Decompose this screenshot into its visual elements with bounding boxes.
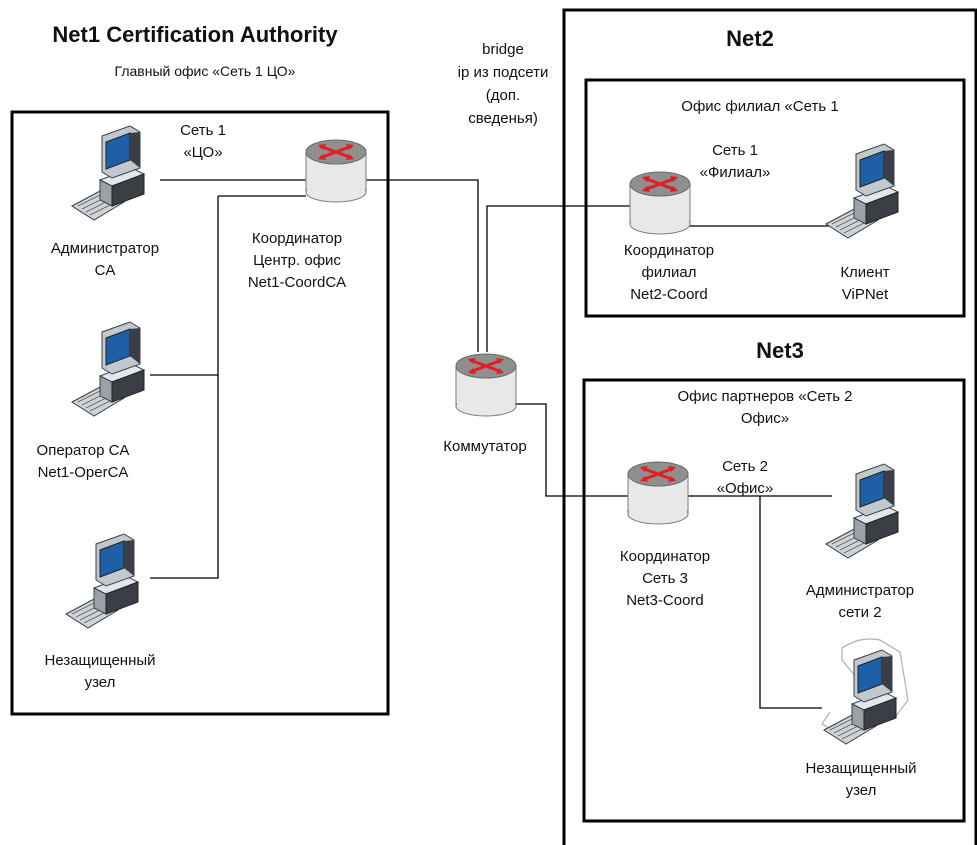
unprotected-node-net3-line-1: Незащищенный <box>805 760 917 777</box>
unprotected-node-net1-line-1: Незащищенный <box>44 652 156 669</box>
unprotected-node-net1-label: Незащищенный узел <box>20 650 180 694</box>
admin-ca-line-1: Администратор <box>50 240 160 257</box>
admin-ca-label: Администратор CA <box>30 238 180 282</box>
link-switch-coord2 <box>486 205 632 352</box>
operator-ca-line-2: Net1-OperCA <box>37 464 129 481</box>
admin-ca-line-2: CA <box>94 262 116 279</box>
net1-office-box <box>10 110 390 716</box>
net3-title: Net3 <box>756 338 804 363</box>
coordinator-net1-line-2: Центр. офис <box>253 252 341 269</box>
net2-network-line-2: «Филиал» <box>699 164 771 181</box>
net1-title: Net1 Certification Authority <box>52 22 338 47</box>
coordinator-net1-label: Координатор Центр. офис Net1-CoordCA <box>222 228 372 294</box>
net1-network-line-2: «ЦО» <box>183 144 223 161</box>
unprotected-node-net3-computer-icon <box>821 638 909 745</box>
net1-subtitle: Главный офис «Сеть 1 ЦО» <box>114 63 296 79</box>
admin-net2-label: Администратор сети 2 <box>780 580 940 624</box>
bridge-line-2: ip из подсети <box>457 64 549 81</box>
coordinator-net2-line-1: Координатор <box>623 242 715 259</box>
admin-ca-computer-icon <box>71 125 145 221</box>
link-lan-bus <box>150 196 219 579</box>
net2-office-box <box>584 78 966 318</box>
net2-network-label: Сеть 1 «Филиал» <box>680 140 790 184</box>
net3-office-label: Офис партнеров «Сеть 2 Офис» <box>640 386 890 430</box>
net3-office-line-1: Офис партнеров «Сеть 2 <box>677 388 853 405</box>
net3-network-line-2: «Офис» <box>716 480 774 497</box>
connection-lines <box>150 179 832 709</box>
coordinator-net2-label: Координатор филиал Net2-Coord <box>594 240 744 306</box>
vipnet-client-line-1: Клиент <box>840 264 890 281</box>
net3-network-label: Сеть 2 «Офис» <box>690 456 800 500</box>
bridge-label: bridge ip из подсети (доп. сведенья) <box>438 38 568 130</box>
vipnet-client-computer-icon <box>825 143 899 239</box>
vipnet-client-line-2: ViPNet <box>841 286 889 303</box>
link-coord1-switch <box>366 179 479 352</box>
coordinator-net1-line-1: Координатор <box>251 230 343 247</box>
admin-net2-computer-icon <box>825 463 899 559</box>
admin-net2-line-1: Администратор <box>805 582 915 599</box>
operator-ca-line-1: Оператор CA <box>36 442 130 459</box>
coordinator-net2-line-2: филиал <box>641 264 697 281</box>
unprotected-node-net3-line-2: узел <box>845 782 877 799</box>
net2-outer-box <box>562 8 977 845</box>
coordinator-net3-line-2: Сеть 3 <box>642 570 688 587</box>
link-switch-coord3 <box>515 403 628 497</box>
net1-network-line-1: Сеть 1 <box>180 122 226 139</box>
vipnet-client-label: Клиент ViPNet <box>810 262 920 306</box>
unprotected-node-net1-line-2: узел <box>84 674 116 691</box>
coordinator-net3-line-3: Net3-Coord <box>626 592 704 609</box>
net2-title: Net2 <box>726 26 774 51</box>
net3-office-line-2: Офис» <box>740 410 790 427</box>
net2-network-line-1: Сеть 1 <box>712 142 758 159</box>
net1-network-label: Сеть 1 «ЦО» <box>158 120 248 164</box>
unprotected-node-net1-computer-icon <box>65 533 139 629</box>
net3-network-line-1: Сеть 2 <box>722 458 768 475</box>
link-coord3-unprotected <box>759 496 822 709</box>
coordinator-net1-router-icon <box>304 138 368 204</box>
operator-ca-label: Оператор CA Net1-OperCA <box>18 440 148 484</box>
coordinator-net1-line-3: Net1-CoordCA <box>247 274 347 291</box>
net2-office-label: Офис филиал «Сеть 1 <box>681 98 839 115</box>
switch-label: Коммутатор <box>443 438 527 455</box>
coordinator-net3-label: Координатор Сеть 3 Net3-Coord <box>590 546 740 612</box>
admin-net2-line-2: сети 2 <box>838 604 882 621</box>
unprotected-node-net3-label: Незащищенный узел <box>776 758 946 802</box>
coordinator-net3-line-1: Координатор <box>619 548 711 565</box>
bridge-line-4: сведенья) <box>468 110 538 127</box>
switch-router-icon <box>454 352 518 418</box>
operator-ca-computer-icon <box>71 321 145 417</box>
bridge-line-1: bridge <box>482 41 524 58</box>
bridge-line-3: (доп. <box>485 87 521 104</box>
coordinator-net3-router-icon <box>626 460 690 526</box>
net3-office-box <box>582 378 966 823</box>
coordinator-net2-line-3: Net2-Coord <box>630 286 708 303</box>
